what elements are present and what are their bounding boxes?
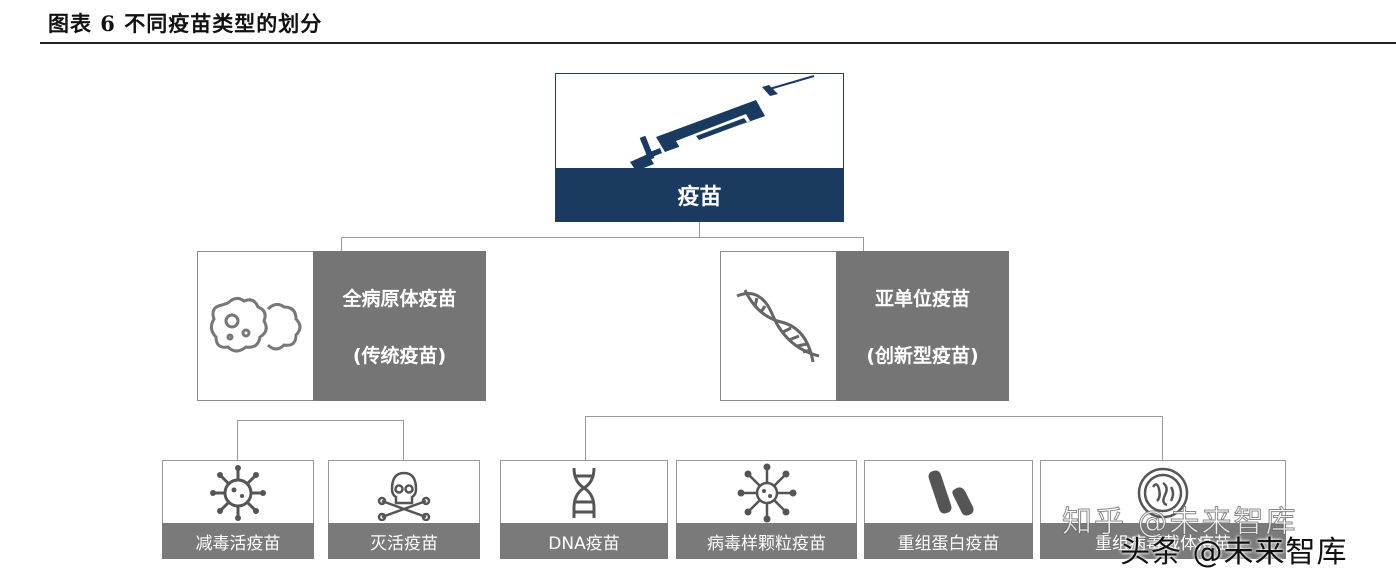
leaf-label: 重组病毒载体疫苗: [1040, 523, 1286, 559]
root-node-vaccine: 疫苗: [555, 73, 844, 222]
connector: [341, 237, 864, 238]
watermark-toutiao: 头条 @未来智库: [1120, 535, 1348, 570]
connector: [585, 416, 1163, 417]
figure-title: 图表 6 不同疫苗类型的划分: [48, 11, 323, 36]
dna-icon: [501, 461, 667, 524]
cell-icon: [1041, 461, 1285, 524]
leaf-label: DNA疫苗: [500, 523, 668, 559]
connector: [585, 416, 586, 460]
syringe-icon: [556, 74, 843, 171]
skull-crossbones-icon: [329, 461, 479, 524]
category-node-whole-pathogen: 全病原体疫苗 (传统疫苗): [197, 251, 486, 401]
root-label: 疫苗: [556, 168, 843, 221]
leaf-node-live-attenuated: 减毒活疫苗: [162, 460, 314, 559]
category-node-subunit: 亚单位疫苗 (创新型疫苗): [720, 251, 1009, 401]
leaf-node-vlp: 病毒样颗粒疫苗: [676, 460, 857, 559]
connector: [699, 222, 700, 237]
virus-cells-icon: [198, 252, 313, 400]
connector: [1162, 416, 1163, 460]
leaf-node-recombinant-protein: 重组蛋白疫苗: [864, 460, 1033, 559]
category-subtitle: (传统疫苗): [352, 345, 447, 367]
leaf-label: 重组蛋白疫苗: [864, 523, 1033, 559]
leaf-label: 减毒活疫苗: [162, 523, 314, 559]
protein-icon: [865, 461, 1032, 524]
category-label-subunit: 亚单位疫苗 (创新型疫苗): [836, 251, 1009, 401]
leaf-node-viral-vector: 重组病毒载体疫苗: [1040, 460, 1286, 559]
leaf-node-dna: DNA疫苗: [500, 460, 668, 559]
watermark-zhihu: 知乎 @未来智库: [1062, 505, 1298, 541]
connector: [237, 420, 238, 460]
category-title: 全病原体疫苗: [342, 288, 457, 310]
connector: [341, 237, 342, 251]
title-rule: [40, 42, 1396, 44]
connector: [403, 420, 404, 460]
leaf-node-inactivated: 灭活疫苗: [328, 460, 480, 559]
leaf-label: 病毒样颗粒疫苗: [676, 523, 857, 559]
virus-particle-icon: [677, 461, 856, 524]
connector: [237, 420, 404, 421]
category-subtitle: (创新型疫苗): [866, 345, 979, 367]
virus-icon: [163, 461, 313, 524]
dna-helix-icon: [721, 252, 836, 400]
category-label-whole-pathogen: 全病原体疫苗 (传统疫苗): [313, 251, 486, 401]
category-title: 亚单位疫苗: [874, 288, 970, 310]
leaf-label: 灭活疫苗: [328, 523, 480, 559]
connector: [863, 237, 864, 251]
